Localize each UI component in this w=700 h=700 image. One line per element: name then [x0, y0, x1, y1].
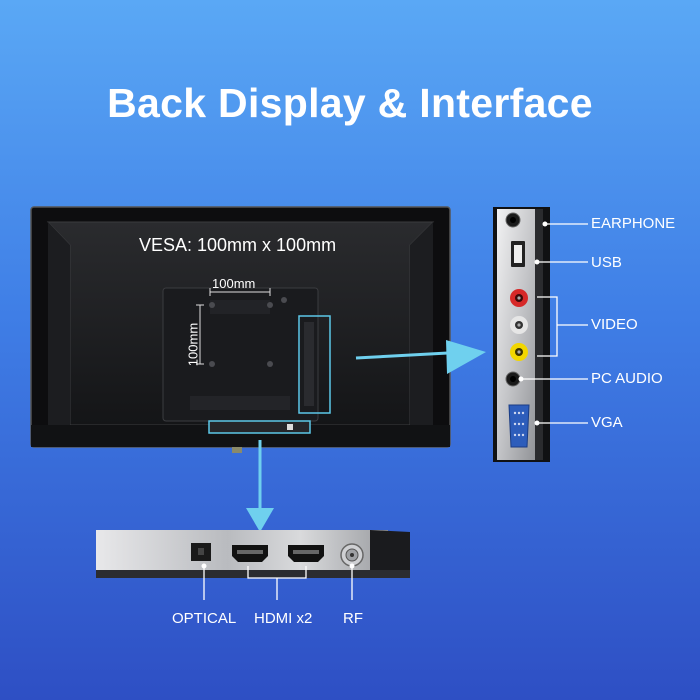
arrow-down-icon — [246, 440, 274, 532]
vesa-vertical-label: 100mm — [185, 322, 201, 367]
page-title: Back Display & Interface — [107, 80, 593, 126]
arrow-right-icon — [355, 340, 486, 374]
port-label-optical: OPTICAL — [172, 610, 237, 627]
port-label-vga: VGA — [591, 414, 623, 431]
port-label-hdmi: HDMI x2 — [254, 610, 313, 627]
port-label-earphone: EARPHONE — [591, 215, 676, 232]
port-label-video: VIDEO — [591, 316, 638, 333]
tv-back-panel — [30, 206, 451, 453]
vesa-horizontal-label: 100mm — [212, 276, 256, 291]
side-port-panel — [493, 207, 588, 462]
bottom-port-panel — [96, 530, 410, 600]
port-label-rf: RF — [343, 610, 363, 627]
vesa-caption: VESA: 100mm x 100mm — [139, 235, 337, 255]
port-label-pc-audio: PC AUDIO — [591, 370, 663, 387]
port-label-usb: USB — [591, 254, 622, 271]
